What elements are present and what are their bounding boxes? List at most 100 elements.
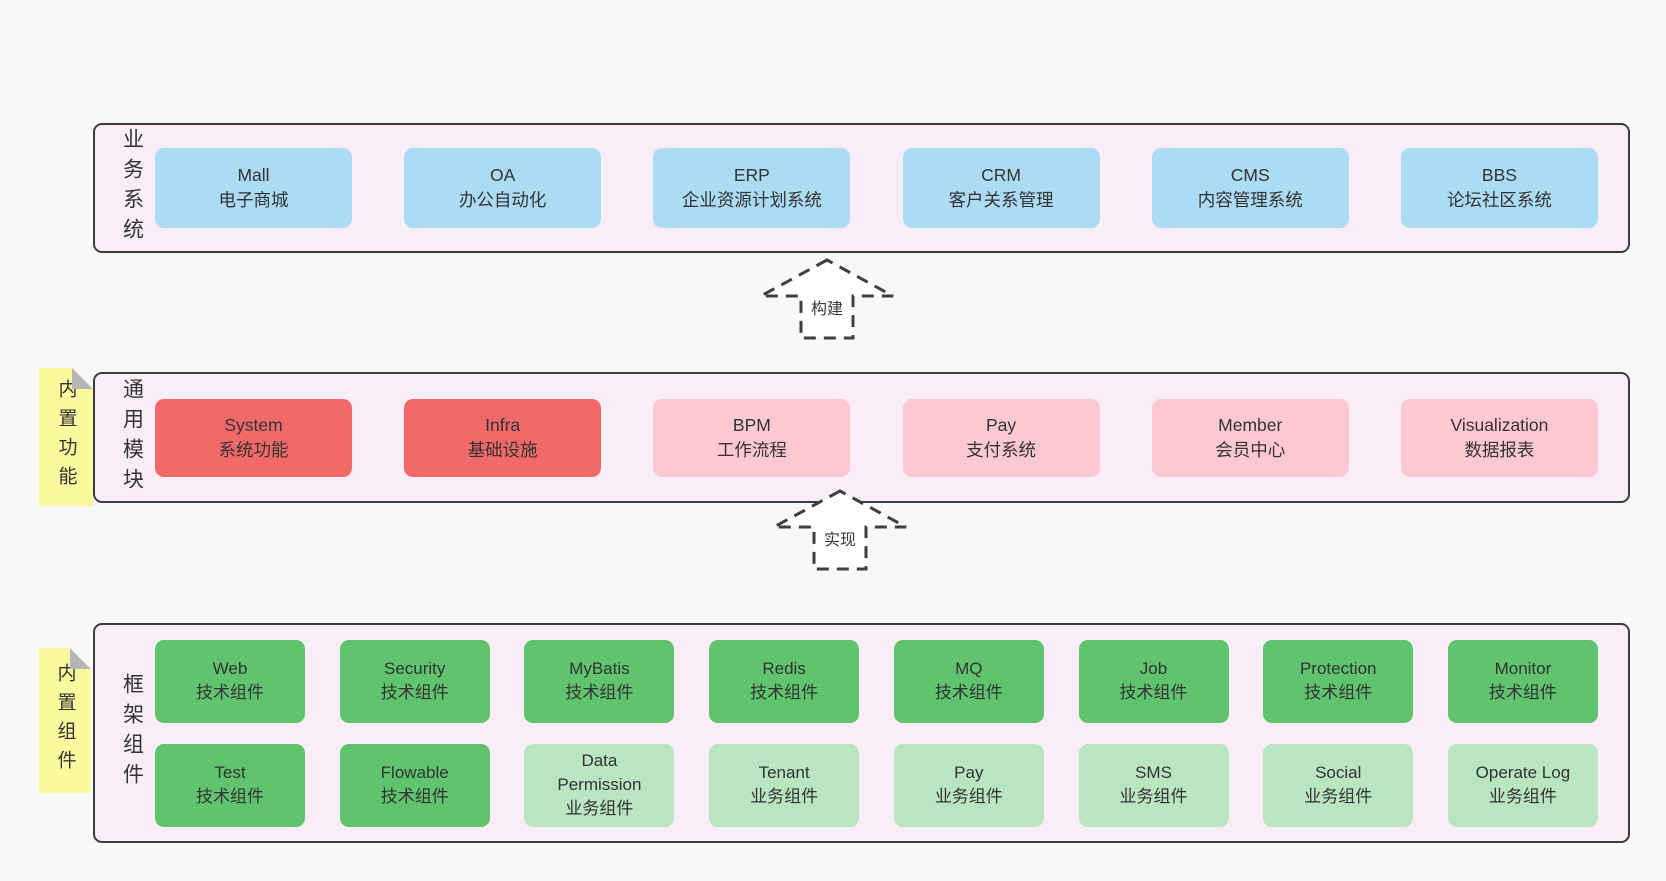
section-label-framework: 框架组件 [109, 625, 155, 841]
section-label-common: 通用模块 [109, 374, 155, 501]
box-name: Operate Log [1475, 763, 1571, 782]
box-desc: 业务组件 [934, 787, 1003, 806]
box-operate-log: Operate Log 业务组件 [1447, 743, 1598, 827]
sticky-note-builtin-components: 内置组件 [39, 648, 91, 793]
box-pay-biz: Pay 业务组件 [893, 743, 1044, 827]
section-label-business: 业务系统 [109, 125, 155, 251]
section-framework-components: 框架组件 Web 技术组件 Security 技术组件 MyBatis 技术组件… [93, 623, 1630, 843]
box-desc: 技术组件 [565, 683, 634, 702]
box-name: MQ [955, 659, 983, 678]
box-member: Member 会员中心 [1151, 398, 1349, 477]
box-name: Tenant [758, 763, 810, 782]
box-desc: 业务组件 [1304, 787, 1373, 806]
box-name: Test [214, 763, 246, 782]
box-name: CMS [1230, 165, 1270, 185]
framework-row-2: Test 技术组件 Flowable 技术组件 Data Permission … [155, 743, 1598, 827]
box-desc: 内容管理系统 [1197, 190, 1303, 210]
folded-corner-icon [72, 368, 93, 389]
framework-box-rows: Web 技术组件 Security 技术组件 MyBatis 技术组件 Redi… [155, 639, 1628, 827]
box-erp: ERP 企业资源计划系统 [653, 148, 851, 228]
box-desc: 技术组件 [196, 787, 264, 806]
box-desc: 会员中心 [1215, 439, 1286, 460]
box-desc: 业务组件 [750, 787, 819, 806]
box-crm: CRM 客户关系管理 [902, 148, 1100, 228]
box-cms: CMS 内容管理系统 [1151, 148, 1349, 228]
business-box-row: Mall 电子商城 OA 办公自动化 ERP 企业资源计划系统 CRM 客户关系… [155, 148, 1628, 228]
box-name: Pay [985, 414, 1017, 435]
box-social: Social 业务组件 [1263, 743, 1414, 827]
box-name: MyBatis [569, 659, 630, 678]
box-desc: 业务组件 [565, 799, 634, 818]
box-desc: 技术组件 [380, 683, 449, 702]
folded-corner-icon [70, 648, 91, 669]
box-desc: 基础设施 [467, 439, 538, 460]
box-visualization: Visualization 数据报表 [1400, 398, 1598, 477]
box-system: System 系统功能 [155, 398, 352, 477]
box-name: SMS [1135, 763, 1172, 782]
box-name: Infra [485, 414, 521, 435]
section-label-text: 框架组件 [120, 673, 144, 793]
sticky-note-builtin-features: 内置功能 [39, 368, 93, 506]
box-desc: 企业资源计划系统 [681, 190, 822, 210]
box-monitor: Monitor 技术组件 [1447, 639, 1598, 723]
section-label-text: 通用模块 [120, 377, 144, 498]
common-box-row: System 系统功能 Infra 基础设施 BPM 工作流程 Pay 支付系统… [155, 398, 1628, 477]
box-name: OA [490, 165, 516, 185]
box-tenant: Tenant 业务组件 [709, 743, 860, 827]
box-desc: 论坛社区系统 [1446, 190, 1552, 210]
box-name: Monitor [1494, 659, 1552, 678]
box-name: Protection [1299, 659, 1377, 678]
box-name: Job [1139, 659, 1168, 678]
box-name: BBS [1481, 165, 1517, 185]
box-desc: 电子商城 [218, 190, 289, 210]
box-test: Test 技术组件 [155, 743, 305, 827]
box-job: Job 技术组件 [1078, 639, 1229, 723]
box-mybatis: MyBatis 技术组件 [524, 639, 675, 723]
sticky-text: 内置功能 [55, 379, 77, 495]
box-desc: 办公自动化 [458, 190, 547, 210]
box-desc: 技术组件 [1119, 683, 1188, 702]
box-desc: 系统功能 [218, 439, 289, 460]
box-data-permission: Data Permission 业务组件 [524, 743, 675, 827]
box-name: Data Permission [557, 751, 642, 794]
box-security: Security 技术组件 [339, 639, 490, 723]
box-protection: Protection 技术组件 [1263, 639, 1414, 723]
box-bbs: BBS 论坛社区系统 [1400, 148, 1598, 228]
box-desc: 支付系统 [966, 439, 1037, 460]
box-name: Web [212, 659, 248, 678]
box-desc: 工作流程 [716, 439, 787, 460]
box-name: BPM [732, 414, 771, 435]
box-name: ERP [733, 165, 770, 185]
section-common-modules: 通用模块 System 系统功能 Infra 基础设施 BPM 工作流程 Pay… [93, 372, 1630, 503]
box-desc: 技术组件 [934, 683, 1003, 702]
box-name: Flowable [380, 763, 449, 782]
box-mall: Mall 电子商城 [155, 148, 352, 228]
box-desc: 业务组件 [1488, 787, 1557, 806]
box-desc: 数据报表 [1464, 439, 1535, 460]
box-desc: 技术组件 [380, 787, 449, 806]
box-oa: OA 办公自动化 [404, 148, 602, 228]
box-name: Mall [237, 165, 270, 185]
sticky-text: 内置组件 [54, 662, 76, 779]
box-redis: Redis 技术组件 [709, 639, 860, 723]
box-name: Redis [762, 659, 806, 678]
section-business-systems: 业务系统 Mall 电子商城 OA 办公自动化 ERP 企业资源计划系统 CRM… [93, 123, 1630, 253]
box-mq: MQ 技术组件 [893, 639, 1044, 723]
framework-row-1: Web 技术组件 Security 技术组件 MyBatis 技术组件 Redi… [155, 639, 1598, 723]
box-name: Security [383, 659, 446, 678]
box-desc: 技术组件 [1304, 683, 1373, 702]
arrow-implement-up: 实现 [770, 488, 910, 573]
section-label-text: 业务系统 [120, 128, 144, 248]
box-bpm: BPM 工作流程 [653, 398, 851, 477]
box-name: CRM [981, 165, 1021, 185]
box-pay: Pay 支付系统 [902, 398, 1100, 477]
box-desc: 技术组件 [750, 683, 819, 702]
box-infra: Infra 基础设施 [404, 398, 602, 477]
arrow-label: 构建 [807, 294, 847, 320]
box-name: Social [1315, 763, 1362, 782]
box-name: Pay [954, 763, 984, 782]
box-name: Visualization [1450, 414, 1549, 435]
box-web: Web 技术组件 [155, 639, 305, 723]
arrow-label: 实现 [820, 525, 860, 551]
arrow-build-up: 构建 [757, 257, 897, 342]
